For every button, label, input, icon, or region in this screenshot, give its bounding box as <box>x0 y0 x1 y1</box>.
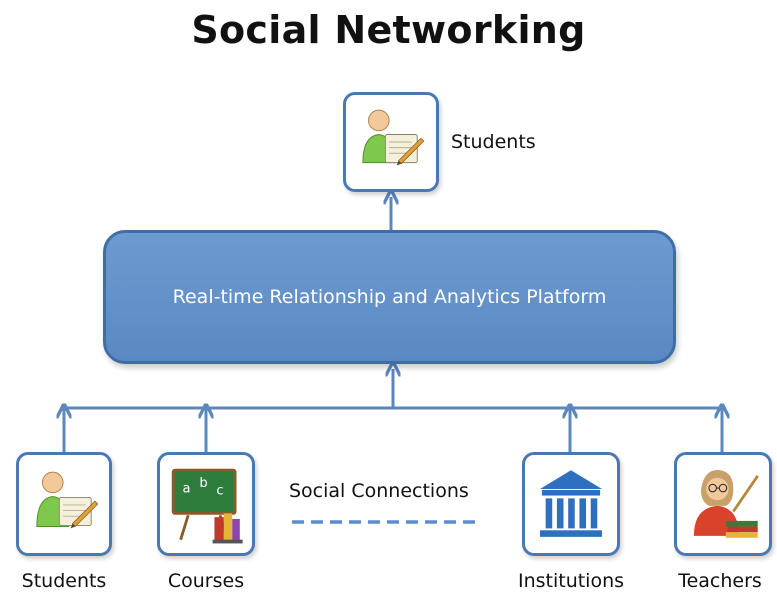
institution-icon <box>540 470 602 537</box>
teacher-icon <box>693 470 759 538</box>
social-connections-label: Social Connections <box>289 480 469 502</box>
connection-bus <box>62 406 724 456</box>
platform-label: Real-time Relationship and Analytics Pla… <box>172 286 607 308</box>
diagram-title: Social Networking <box>191 8 586 52</box>
bottom-students-node <box>16 452 112 556</box>
top-students-node <box>343 92 439 192</box>
top-students-label: Students <box>451 131 536 153</box>
institutions-label: Institutions <box>517 570 625 592</box>
teachers-node <box>674 452 772 556</box>
student-icon <box>36 471 99 529</box>
analytics-platform-box: Real-time Relationship and Analytics Pla… <box>103 230 676 364</box>
bottom-students-label: Students <box>21 570 107 592</box>
courses-node: a b c <box>157 452 255 556</box>
svg-text:a: a <box>183 482 191 497</box>
chalkboard-icon: a b c <box>171 468 243 544</box>
student-icon <box>362 109 425 166</box>
courses-label: Courses <box>167 570 245 592</box>
svg-text:c: c <box>216 484 223 499</box>
institutions-node <box>522 452 620 556</box>
svg-text:b: b <box>199 476 207 491</box>
teachers-label: Teachers <box>678 570 762 592</box>
